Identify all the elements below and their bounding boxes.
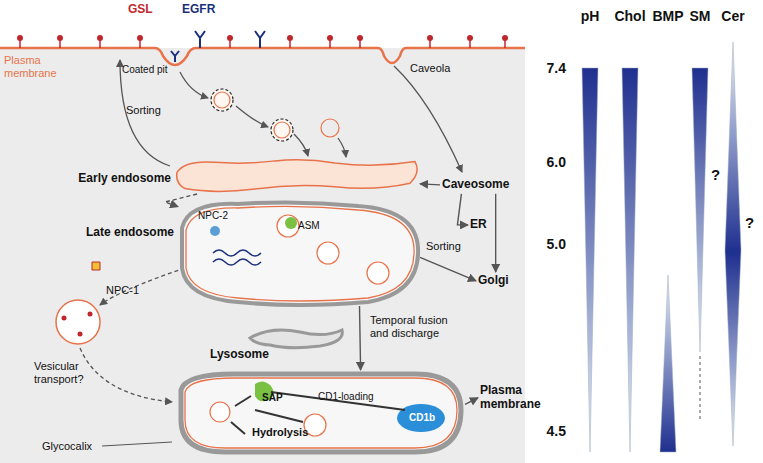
egfr-receptors xyxy=(171,31,265,62)
callout-label: Caveola xyxy=(410,62,450,75)
callout-label: SAP xyxy=(262,392,283,404)
bmp-gradient xyxy=(660,275,676,452)
callout-label: ? xyxy=(745,214,754,231)
vesicle-lipids xyxy=(62,312,93,337)
edge-label: Temporal fusion and discharge xyxy=(368,314,464,339)
callout-label: CD1b xyxy=(409,412,435,424)
callout-label: Vesicular transport? xyxy=(34,360,120,385)
compartment-label: Golgi xyxy=(476,272,511,290)
callout-label: ? xyxy=(711,166,720,183)
callout-label: Sorting xyxy=(126,104,161,117)
callout-label: NPC-2 xyxy=(198,210,228,222)
callout-label: Coated pit xyxy=(122,64,168,76)
cer-gradient xyxy=(725,42,741,446)
flow-arrow xyxy=(465,398,478,405)
vesicle-membranes xyxy=(214,92,339,138)
edge-label: Sorting xyxy=(424,240,463,253)
gsl-glycolipids xyxy=(17,35,508,48)
chol-gradient xyxy=(622,68,638,452)
flow-arrow xyxy=(360,306,361,370)
ph-gradient xyxy=(582,68,598,452)
axis-value: 5.0 xyxy=(547,236,566,252)
sm-gradient xyxy=(692,68,708,352)
compartment-name: ER xyxy=(470,218,487,232)
transport-vesicle xyxy=(56,300,100,344)
compartment-label: ER xyxy=(468,216,489,234)
column-header: pH xyxy=(581,8,600,24)
axis-value: 4.5 xyxy=(547,423,566,439)
axis-value: 7.4 xyxy=(547,60,566,76)
callout-label: GSL xyxy=(128,3,153,17)
compartment-name: Plasma membrane xyxy=(480,384,540,412)
cofactor-symbol xyxy=(92,262,100,270)
compartment-label: Caveosome xyxy=(440,176,511,194)
flow-arrow xyxy=(420,257,476,280)
callout-label: Plasma membrane xyxy=(4,54,64,79)
flow-arrow xyxy=(495,194,496,272)
callout-label: EGFR xyxy=(182,3,215,17)
callout-label: NPC-1 xyxy=(106,284,139,297)
flow-arrow xyxy=(420,183,440,185)
coated-vesicles xyxy=(211,89,293,141)
column-header: BMP xyxy=(652,8,683,24)
callout-label: Hydrolysis xyxy=(252,426,308,439)
column-header: Chol xyxy=(614,8,645,24)
callout-label: CD1-loading xyxy=(318,391,374,403)
compartment-name: Lysosome xyxy=(210,348,269,362)
cytoplasm xyxy=(0,48,525,463)
compartment-name: Golgi xyxy=(478,274,509,288)
compartment-shape: Early endosome xyxy=(175,158,420,194)
flow-arrow xyxy=(165,194,197,207)
column-header: Cer xyxy=(721,8,744,24)
compartment-label: Plasma membrane xyxy=(478,382,542,414)
compartment-name: Caveosome xyxy=(442,178,509,192)
sm-extension xyxy=(700,356,701,420)
callout-label: ASM xyxy=(298,220,320,232)
column-header: SM xyxy=(690,8,711,24)
compartment-outline xyxy=(175,158,420,194)
callout-label: Glycocalix xyxy=(42,440,92,453)
axis-value: 6.0 xyxy=(547,154,566,170)
compartment-name: Late endosome xyxy=(86,226,174,240)
small-lysosome xyxy=(250,330,342,348)
compartment-name: Early endosome xyxy=(78,172,171,186)
flow-arrow xyxy=(457,194,468,225)
